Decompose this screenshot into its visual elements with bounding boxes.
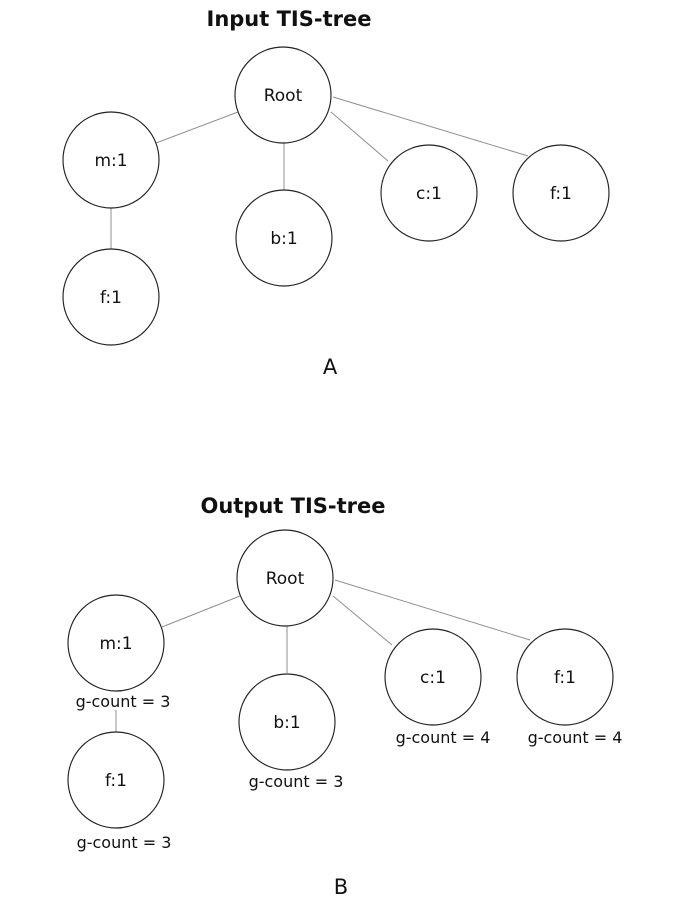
node-b-circle — [235, 189, 333, 287]
node-c-gcount: g-count = 4 — [396, 728, 491, 747]
node-root-circle — [236, 529, 334, 627]
node-c: c:1 — [380, 144, 478, 242]
node-b-circle — [238, 673, 336, 771]
node-f-top-gcount: g-count = 4 — [528, 728, 623, 747]
edge-root-c — [330, 111, 389, 162]
edge-root-m — [161, 595, 241, 628]
edge-root-c — [332, 595, 393, 646]
node-f-child-gcount: g-count = 3 — [77, 833, 172, 852]
node-f-top-label: f:1 — [550, 184, 572, 204]
node-f-child-label: f:1 — [100, 288, 122, 308]
edge-root-m — [155, 111, 239, 144]
node-b-label: b:1 — [273, 713, 300, 733]
node-m-label: m:1 — [99, 634, 132, 654]
node-c-circle — [380, 144, 478, 242]
node-f-top: f:1 — [516, 628, 614, 726]
node-f-top: f:1 — [512, 144, 610, 242]
node-m-circle — [62, 111, 160, 209]
node-b-label: b:1 — [270, 229, 297, 249]
node-m-circle — [67, 594, 165, 692]
panel-a-title: Input TIS-tree — [207, 7, 372, 31]
node-f-child-circle — [67, 731, 165, 829]
panel-b-title: Output TIS-tree — [200, 494, 385, 518]
node-f-top-circle — [512, 144, 610, 242]
node-root: Root — [234, 46, 332, 144]
node-b: b:1 — [235, 189, 333, 287]
node-f-top-label: f:1 — [554, 668, 576, 688]
panel-b: Output TIS-tree Root m:1 g-count = 3 b:1… — [67, 494, 623, 899]
node-c: c:1 — [384, 628, 482, 726]
panel-b-letter: B — [334, 875, 348, 899]
node-m: m:1 — [62, 111, 160, 209]
node-f-child: f:1 — [67, 731, 165, 829]
node-root-circle — [234, 46, 332, 144]
node-m: m:1 — [67, 594, 165, 692]
node-c-label: c:1 — [420, 668, 446, 688]
node-b-gcount: g-count = 3 — [249, 772, 344, 791]
edge-root-f — [334, 579, 531, 641]
node-f-top-circle — [516, 628, 614, 726]
node-m-label: m:1 — [94, 151, 127, 171]
node-f-child-circle — [62, 248, 160, 346]
node-root: Root — [236, 529, 334, 627]
node-f-child-label: f:1 — [105, 771, 127, 791]
node-c-label: c:1 — [416, 184, 442, 204]
node-m-gcount: g-count = 3 — [76, 692, 171, 711]
panel-a: Input TIS-tree Root m:1 b:1 c:1 f:1 — [62, 7, 610, 379]
node-root-label: Root — [264, 86, 303, 106]
panel-a-letter: A — [323, 355, 338, 379]
node-c-circle — [384, 628, 482, 726]
edge-root-f — [332, 96, 529, 157]
node-f-child: f:1 — [62, 248, 160, 346]
node-root-label: Root — [266, 569, 305, 589]
node-b: b:1 — [238, 673, 336, 771]
